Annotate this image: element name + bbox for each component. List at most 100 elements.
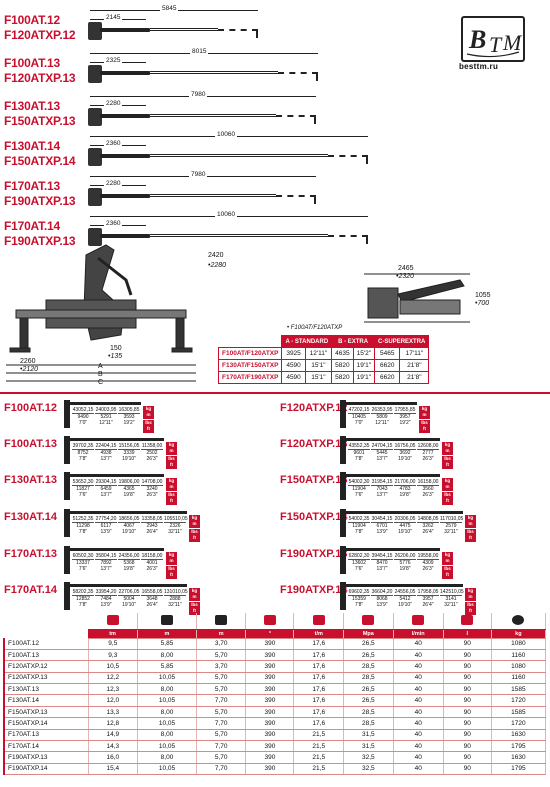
load-chart-name: F150ATXP.13	[280, 474, 348, 486]
spec-value: 9,3	[88, 649, 139, 662]
unit-lbs: lbs	[444, 566, 451, 571]
spec-value: 1720	[491, 717, 547, 730]
spec-value: 10,05	[137, 694, 197, 707]
load-lbs: 5809	[371, 413, 393, 420]
capacity-icon	[88, 613, 139, 630]
outrigger-cell-c-mm: 5465	[374, 347, 401, 360]
spec-value: 8,00	[137, 729, 197, 742]
side-height: 1055	[475, 292, 491, 299]
spec-value: 10,05	[137, 717, 197, 730]
spec-value: 31,5	[343, 740, 394, 753]
unit-ft: ft	[446, 498, 449, 503]
reach-m: 6,00	[405, 479, 416, 485]
outrigger-cell-b-mm: 5820	[331, 359, 354, 372]
spec-value: 12,2	[88, 672, 139, 685]
spec-value: 5,70	[196, 683, 247, 696]
reach-ft: 26'3"	[422, 492, 434, 498]
crane-base-shape	[88, 22, 102, 40]
reach-m: 6,05	[129, 443, 140, 449]
dim-long: 7980	[189, 171, 208, 178]
reach-ft: 26'3"	[422, 456, 434, 462]
reach-ft: 7'8"	[354, 456, 364, 462]
load-lbs: 3339	[118, 449, 140, 456]
boom-extension	[150, 28, 218, 31]
load-kg: 1795	[417, 589, 429, 595]
spec-value: 40	[393, 638, 444, 650]
reach-m: 2,35	[83, 589, 94, 595]
unit-header: l/min	[393, 629, 444, 639]
outrigger-cell-a-ft: 15'1"	[304, 371, 333, 384]
reach-ft: 13'7"	[100, 492, 112, 498]
reach-ft: 26'3"	[146, 492, 158, 498]
reach-ft: 7'8"	[354, 602, 364, 608]
unit-m: m	[192, 594, 197, 599]
unit-ft: ft	[193, 608, 196, 613]
spec-value: 21,5	[293, 763, 345, 776]
reach-ft: 19'10"	[398, 529, 412, 535]
spec-value: 31,5	[343, 729, 394, 742]
reach-ft: 13'7"	[100, 566, 112, 572]
spec-value: 9,5	[88, 638, 139, 650]
reach-m: 8,00	[152, 443, 163, 449]
unit-ft: ft	[170, 572, 173, 577]
crane-base-shape	[88, 188, 102, 206]
brand-logo: B T M	[461, 16, 525, 62]
spec-value: 7,70	[196, 694, 247, 707]
unit-kg: kg	[191, 515, 198, 520]
reach-ft: 19'8"	[399, 492, 411, 498]
reach-ft: 7'0"	[354, 420, 364, 426]
load-kg: 3945	[371, 553, 383, 559]
boom-section	[100, 71, 150, 75]
load-chart-boom	[340, 474, 440, 477]
load-lbs: 5776	[394, 559, 416, 566]
crane-side-view-drawing	[364, 273, 470, 323]
load-chart-boom	[340, 402, 417, 405]
unit-ft: ft	[147, 426, 150, 431]
unit-kg: kg	[444, 478, 451, 483]
dim-long: 10060	[215, 211, 238, 218]
spec-model-name: F170AT.14	[3, 740, 89, 753]
spec-value: 390	[245, 660, 295, 673]
spec-value: 390	[245, 763, 295, 776]
load-lbs: 2326	[164, 522, 186, 529]
spec-value: 26,5	[343, 649, 394, 662]
dim-long: 8015	[190, 48, 209, 55]
load-kg: 6960	[348, 589, 360, 595]
unit-m: m	[445, 558, 450, 563]
unit-header: m	[137, 629, 197, 639]
spec-value: 90	[443, 740, 492, 753]
unit-kg: kg	[421, 406, 428, 411]
spec-value: 40	[393, 740, 444, 753]
outrigger-cell-a-ft: 12'11"	[304, 347, 333, 360]
load-chart-name: F150ATXP.14	[280, 511, 348, 523]
spec-value: 17,6	[293, 717, 345, 730]
model-name-secondary: F120ATXP.13	[4, 71, 76, 85]
load-kg: 1980	[118, 479, 130, 485]
reach-m: 8,05	[428, 516, 439, 522]
reach-m: 4,15	[106, 479, 117, 485]
load-kg: 4720	[348, 407, 360, 413]
spec-value: 390	[245, 649, 295, 662]
reach-m: 4,15	[382, 516, 393, 522]
reach-m: 6,00	[129, 553, 140, 559]
spec-model-name: F150ATXP.13	[3, 706, 89, 719]
load-kg: 1170	[440, 516, 451, 522]
reach-m: 10,05	[450, 516, 464, 522]
load-kg: 5365	[72, 479, 84, 485]
